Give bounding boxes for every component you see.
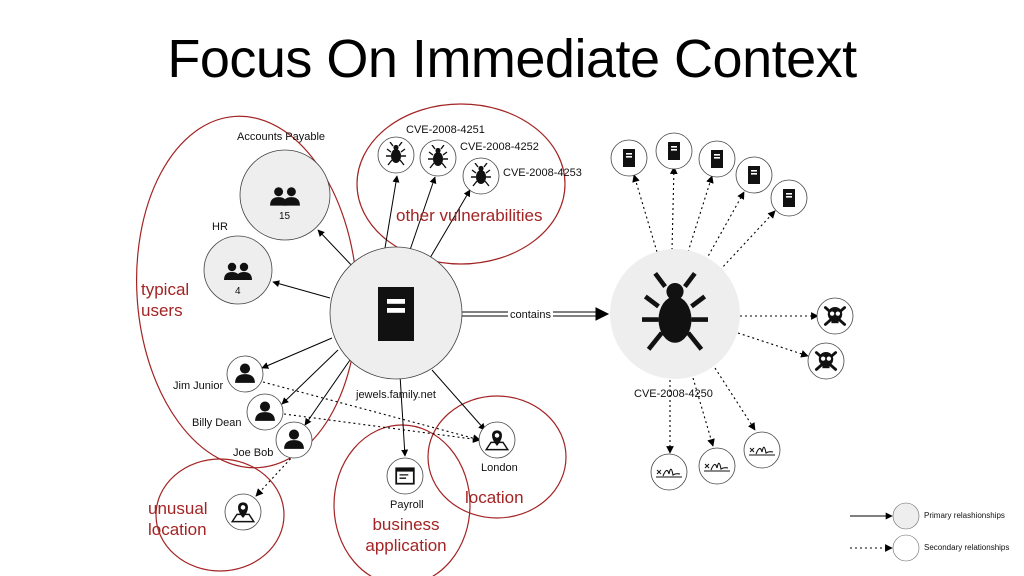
edge-joe-unusual-location bbox=[255, 454, 295, 497]
cve-node-4251[interactable] bbox=[377, 136, 415, 174]
payroll-node[interactable] bbox=[386, 457, 424, 495]
page-title: Focus On Immediate Context bbox=[167, 29, 857, 89]
cve-label-4251: CVE-2008-4251 bbox=[406, 124, 485, 136]
edge-server-cve-4252 bbox=[409, 176, 437, 251]
skull-icon bbox=[814, 350, 838, 371]
primary-edges bbox=[261, 175, 893, 520]
user-node-jim-junior[interactable] bbox=[226, 355, 264, 393]
affected-server-node-5[interactable] bbox=[770, 179, 808, 217]
annotation-unusual-location: unusual location bbox=[148, 499, 208, 539]
cve-node-4252[interactable] bbox=[419, 139, 457, 177]
edge-bug-server-2 bbox=[669, 166, 678, 251]
edge-server-london bbox=[431, 369, 486, 431]
edge-bug-server-5 bbox=[719, 210, 776, 271]
edge-bug-sig-2 bbox=[692, 377, 715, 447]
legend-primary-label: Primary relashionships bbox=[924, 511, 1005, 520]
unusual-location-outline bbox=[155, 458, 285, 572]
server-icon bbox=[783, 189, 795, 207]
relation-label-contains: contains bbox=[508, 309, 553, 322]
secondary-edges bbox=[255, 166, 893, 552]
annotation-other-vulnerabilities: other vulnerabilities bbox=[396, 206, 543, 225]
edge-server-cve-4253 bbox=[429, 189, 471, 259]
london-label: London bbox=[481, 462, 518, 474]
cve-label-4253: CVE-2008-4253 bbox=[503, 167, 582, 179]
vulnerability-node[interactable] bbox=[610, 249, 740, 379]
group-count-hr: 4 bbox=[235, 286, 241, 297]
group-label-accounts-payable: Accounts Payable bbox=[237, 131, 326, 143]
edge-server-payroll bbox=[399, 374, 409, 457]
server-icon bbox=[668, 142, 680, 160]
user-node-joe-bob[interactable] bbox=[275, 421, 313, 459]
group-node-hr[interactable] bbox=[203, 235, 273, 305]
affected-server-node-1[interactable] bbox=[610, 139, 648, 177]
signature-node-1[interactable] bbox=[650, 453, 688, 491]
unusual-location-node[interactable] bbox=[224, 493, 262, 531]
vulnerability-label: CVE-2008-4250 bbox=[634, 388, 713, 400]
edge-server-accounts-payable bbox=[317, 229, 357, 271]
signature-node-2[interactable] bbox=[698, 447, 736, 485]
edge-bug-server-4 bbox=[705, 191, 745, 261]
annotation-business-application: business application bbox=[365, 515, 447, 555]
exploit-node-2[interactable] bbox=[807, 342, 845, 380]
server-label: jewels.family.net bbox=[356, 389, 436, 401]
signature-node-3[interactable] bbox=[743, 431, 781, 469]
edge-server-billy-dean bbox=[281, 349, 339, 405]
edge-bug-sig-3 bbox=[714, 367, 756, 431]
user-label-jim-junior: Jim Junior bbox=[173, 380, 224, 392]
london-node[interactable] bbox=[478, 421, 516, 459]
cve-label-4252: CVE-2008-4252 bbox=[460, 141, 539, 153]
group-label-hr: HR bbox=[212, 221, 228, 233]
edge-bug-server-3 bbox=[687, 175, 714, 253]
annotation-typical-users: typical users bbox=[141, 280, 190, 320]
server-node[interactable] bbox=[329, 246, 463, 380]
server-icon bbox=[748, 166, 760, 184]
edge-server-joe-bob bbox=[304, 359, 351, 426]
location-outline bbox=[427, 395, 567, 519]
edge-server-hr bbox=[272, 280, 331, 299]
affected-server-node-4[interactable] bbox=[735, 156, 773, 194]
affected-server-node-2[interactable] bbox=[655, 132, 693, 170]
affected-server-node-3[interactable] bbox=[698, 140, 736, 178]
payroll-label: Payroll bbox=[390, 499, 424, 511]
server-icon bbox=[378, 287, 414, 341]
user-label-joe-bob: Joe Bob bbox=[233, 447, 274, 459]
annotation-outlines bbox=[135, 103, 567, 576]
legend-secondary-label: Secondary relationships bbox=[924, 543, 1010, 552]
other-vulnerabilities-outline bbox=[356, 103, 566, 265]
group-count-accounts-payable: 15 bbox=[279, 211, 291, 222]
user-node-billy-dean[interactable] bbox=[246, 393, 284, 431]
edge-billy-london bbox=[283, 413, 481, 443]
legend-secondary-node bbox=[892, 534, 920, 562]
exploit-node-1[interactable] bbox=[816, 297, 854, 335]
legend-primary-node bbox=[892, 502, 920, 530]
server-icon bbox=[623, 149, 635, 167]
user-label-billy-dean: Billy Dean bbox=[192, 417, 242, 429]
annotation-location: location bbox=[465, 488, 524, 507]
edge-server-jim-junior bbox=[261, 337, 333, 369]
edge-bug-skull-2 bbox=[737, 332, 809, 358]
edge-bug-server-1 bbox=[632, 174, 658, 253]
skull-icon bbox=[823, 305, 847, 326]
cve-node-4253[interactable] bbox=[462, 157, 500, 195]
business-application-outline bbox=[333, 424, 471, 576]
edge-server-cve-4251 bbox=[384, 175, 400, 249]
group-node-accounts-payable[interactable] bbox=[239, 149, 331, 241]
server-icon bbox=[711, 150, 723, 168]
